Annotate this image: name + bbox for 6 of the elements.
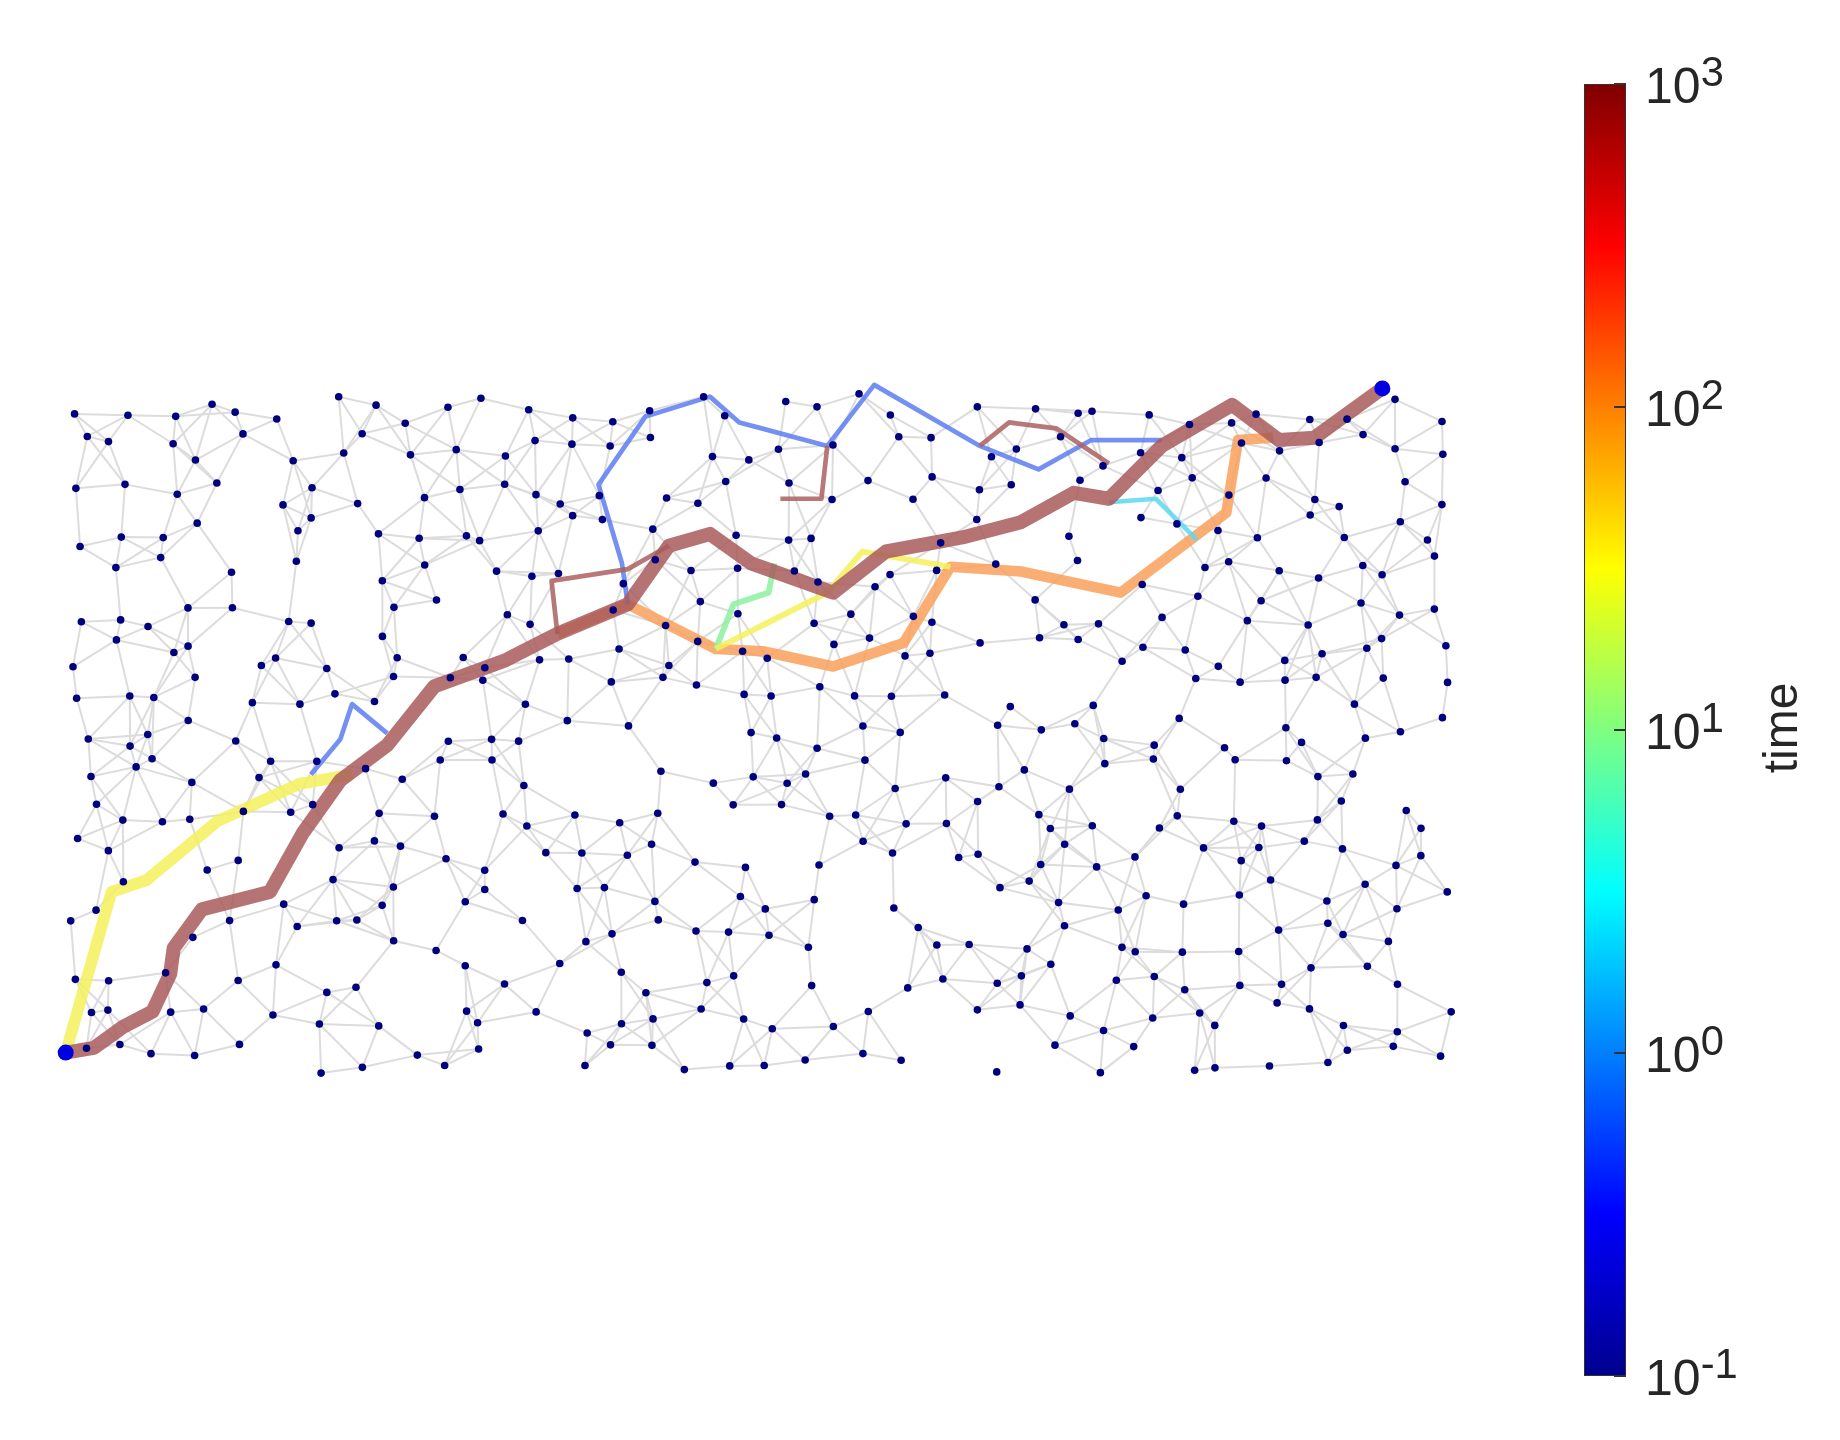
- tick-label: 10$^{2}$: [1645, 373, 1724, 435]
- tick-label: 10$^{-1}$: [1645, 1342, 1738, 1404]
- tick-label: 10$^{3}$: [1645, 50, 1724, 112]
- tick-label: 10$^{1}$: [1645, 696, 1724, 758]
- axis-label: time: [1752, 682, 1808, 774]
- tick-label: 10$^{0}$: [1645, 1019, 1724, 1081]
